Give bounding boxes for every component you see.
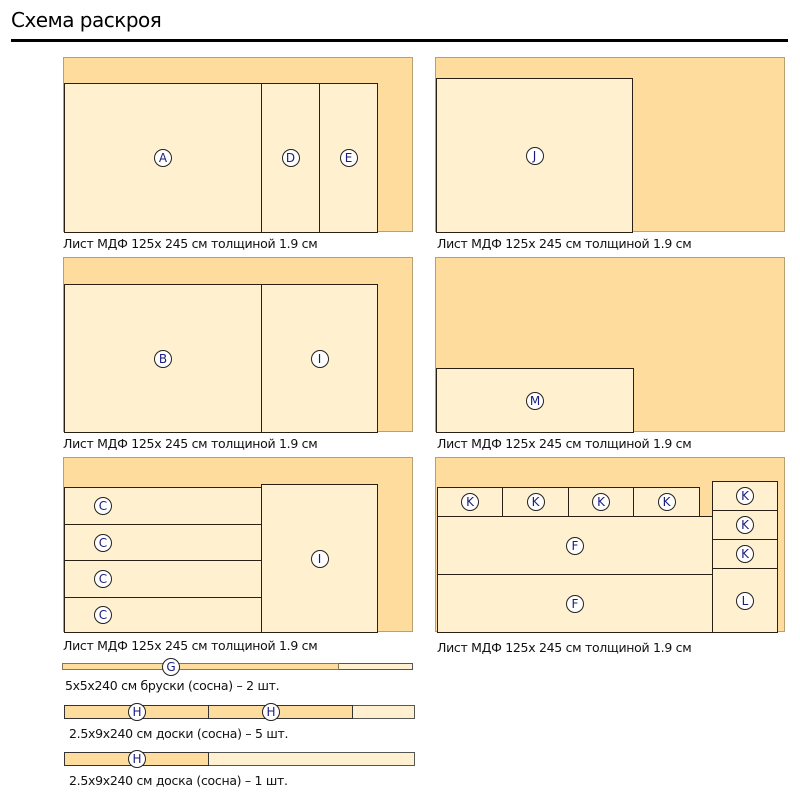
piece-l[interactable]: L	[712, 568, 778, 633]
sheet-caption: Лист МДФ 125х 245 см толщиной 1.9 см	[63, 638, 318, 653]
sheet-caption: Лист МДФ 125х 245 см толщиной 1.9 см	[437, 640, 692, 655]
piece-label: B	[154, 349, 172, 368]
piece-b[interactable]: B	[64, 284, 262, 433]
title-divider	[11, 39, 788, 42]
sheet-5: C C C C I	[63, 457, 413, 633]
piece-label: A	[154, 149, 172, 167]
bar-caption: 5x5x240 см бруски (сосна) – 2 шт.	[65, 678, 280, 693]
piece-j[interactable]: J	[436, 78, 633, 233]
piece-label: D	[281, 149, 300, 167]
piece-k[interactable]: K	[568, 487, 634, 517]
piece-label: M	[526, 391, 544, 410]
piece-f[interactable]: F	[437, 574, 713, 633]
piece-k[interactable]: K	[712, 539, 778, 569]
piece-k[interactable]: K	[437, 487, 503, 517]
piece-label: I	[310, 549, 329, 568]
piece-k[interactable]: K	[633, 487, 700, 517]
piece-label: H	[128, 703, 146, 721]
piece-k[interactable]: K	[502, 487, 569, 517]
piece-i[interactable]: I	[261, 484, 378, 633]
piece-label: I	[310, 349, 329, 368]
sheet-6: K K K K F F K K K L	[435, 457, 785, 633]
piece-h[interactable]	[208, 705, 353, 719]
piece-c[interactable]: C	[64, 560, 262, 598]
sheet-caption: Лист МДФ 125х 245 см толщиной 1.9 см	[437, 436, 692, 451]
piece-label: K	[461, 493, 479, 511]
sheet-2: J	[435, 57, 785, 233]
piece-m[interactable]: M	[436, 368, 634, 433]
piece-label: F	[566, 536, 584, 555]
piece-label: K	[592, 493, 610, 511]
piece-label: J	[525, 146, 544, 165]
piece-label: G	[162, 657, 180, 676]
piece-e[interactable]: E	[319, 83, 378, 233]
piece-label: K	[526, 493, 545, 511]
piece-c[interactable]: C	[64, 524, 262, 561]
piece-a[interactable]: A	[64, 83, 262, 233]
piece-label: H	[262, 703, 280, 721]
piece-label: H	[128, 750, 146, 768]
piece-i[interactable]: I	[261, 284, 378, 433]
piece-label: K	[736, 516, 754, 534]
piece-label: L	[736, 591, 754, 610]
piece-c[interactable]: C	[64, 487, 262, 525]
piece-c[interactable]: C	[64, 597, 262, 633]
sheet-4: M	[435, 257, 785, 433]
piece-label: K	[736, 487, 754, 505]
piece-label: C	[94, 497, 112, 515]
piece-label: K	[657, 493, 676, 511]
sheet-caption: Лист МДФ 125х 245 см толщиной 1.9 см	[63, 436, 318, 451]
bar-caption: 2.5x9x240 см доски (сосна) – 5 шт.	[69, 726, 289, 741]
piece-k[interactable]: K	[712, 481, 778, 511]
piece-label: K	[736, 545, 754, 563]
piece-label: C	[94, 606, 112, 624]
sheet-caption: Лист МДФ 125х 245 см толщиной 1.9 см	[63, 236, 318, 251]
bar-caption: 2.5x9x240 см доска (сосна) – 1 шт.	[69, 773, 288, 788]
sheet-1: A D E	[63, 57, 413, 233]
lumber-bar-h: H H	[64, 703, 415, 721]
piece-g[interactable]	[62, 663, 339, 670]
sheet-caption: Лист МДФ 125х 245 см толщиной 1.9 см	[437, 236, 692, 251]
sheet-3: B I	[63, 257, 413, 433]
piece-label: E	[339, 149, 358, 167]
piece-label: C	[94, 533, 112, 552]
piece-label: F	[566, 594, 584, 613]
piece-d[interactable]: D	[261, 83, 320, 233]
piece-k[interactable]: K	[712, 510, 778, 540]
lumber-bar-h-single: H	[64, 750, 415, 768]
lumber-bar-g: G	[62, 657, 413, 676]
page-title: Схема раскроя	[11, 8, 162, 32]
piece-label: C	[94, 570, 112, 588]
piece-f[interactable]: F	[437, 516, 713, 575]
